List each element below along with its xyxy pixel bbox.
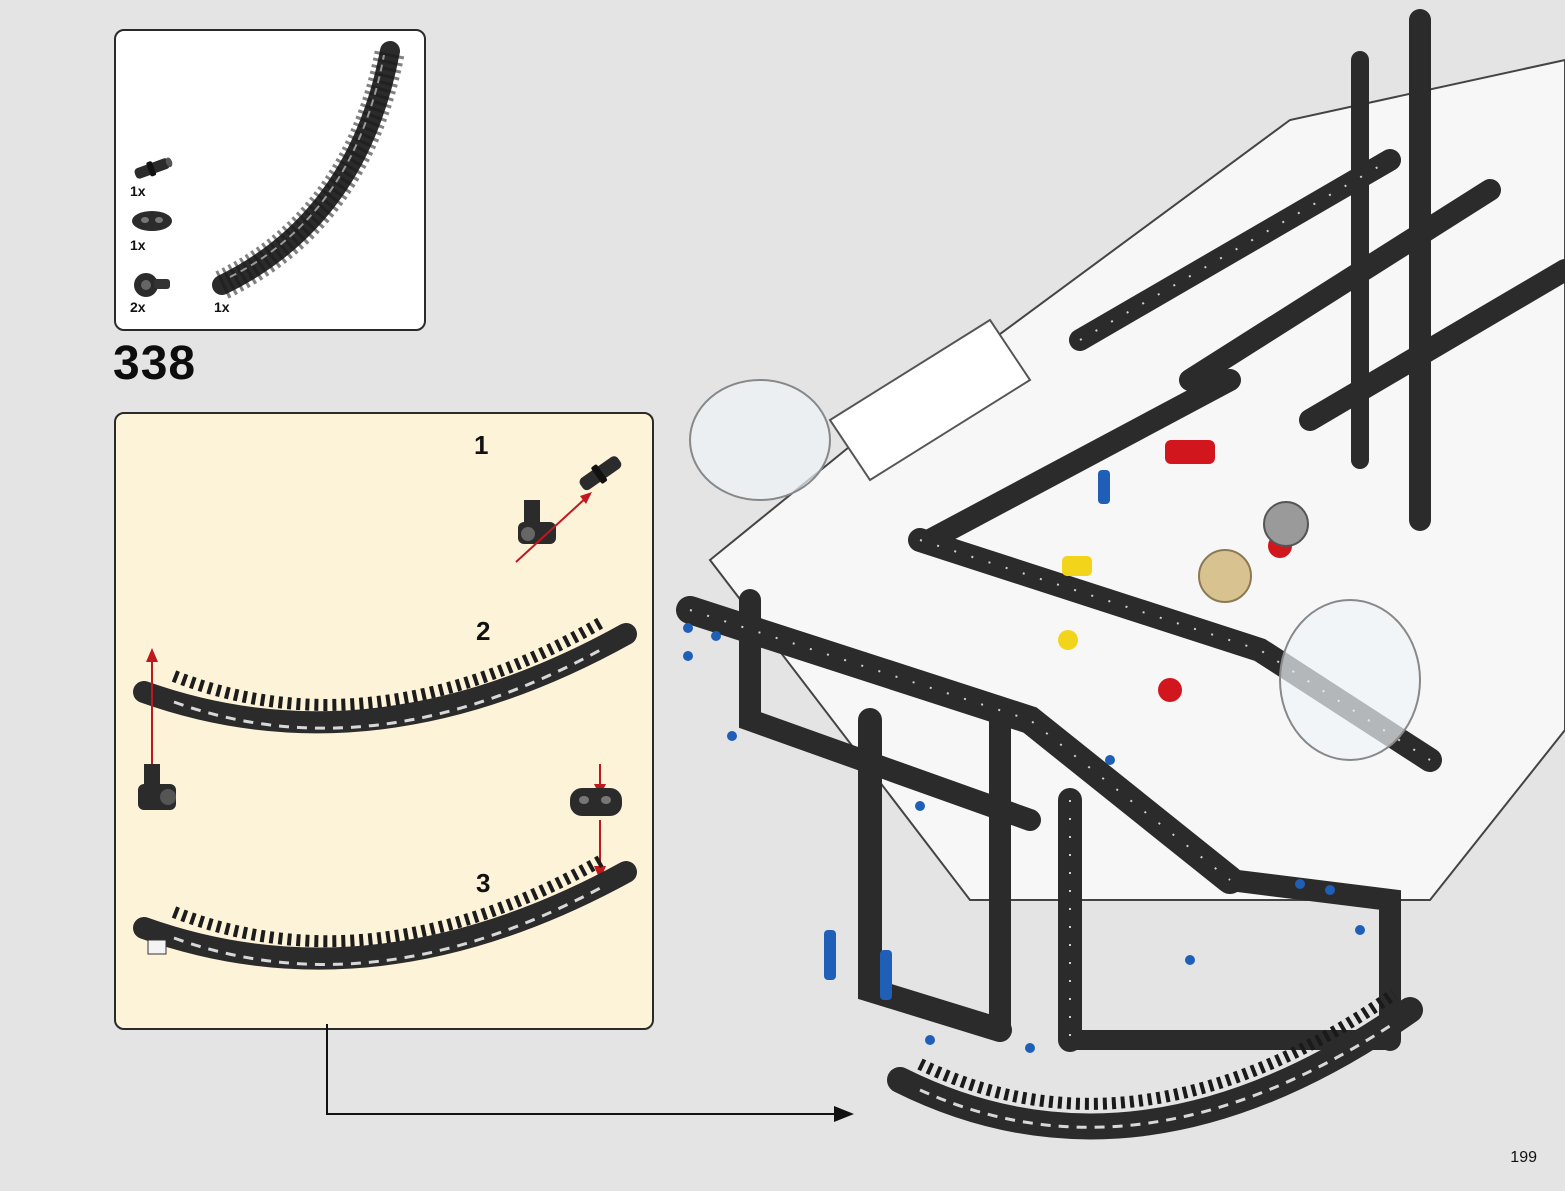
callout-arrow bbox=[326, 1024, 854, 1122]
part-qty-4: 1x bbox=[214, 299, 230, 315]
connector-pin-part bbox=[579, 456, 622, 491]
substep-3-illustration bbox=[133, 854, 637, 970]
axle-connector-icon bbox=[134, 273, 170, 297]
model-gear-rack bbox=[887, 989, 1423, 1140]
step-number: 338 bbox=[113, 337, 197, 390]
assembly-arrow-1 bbox=[515, 495, 589, 563]
substep-3-label: 3 bbox=[476, 868, 491, 898]
double-bush-part bbox=[570, 764, 622, 880]
part-qty-2: 1x bbox=[130, 237, 146, 253]
model-frame-beams bbox=[676, 9, 1565, 1052]
axle-connector-part-2 bbox=[138, 764, 176, 810]
substep-2-illustration bbox=[133, 616, 637, 810]
double-bush-icon bbox=[132, 211, 172, 231]
part-qty-1: 1x bbox=[130, 183, 146, 199]
parts-list-panel: 1x 1x 2x 1x bbox=[114, 29, 426, 331]
axle-connector-part bbox=[518, 500, 556, 544]
model-blue-pins bbox=[683, 470, 1365, 1053]
model-domes bbox=[689, 379, 1421, 761]
page-number: 199 bbox=[1510, 1149, 1537, 1166]
main-model-illustration bbox=[676, 9, 1565, 1140]
substep-panel: 1 2 3 bbox=[114, 412, 654, 1030]
model-beam-holes bbox=[689, 159, 1431, 1040]
substep-1-illustration bbox=[515, 456, 622, 563]
connector-pin-icon bbox=[134, 157, 173, 179]
model-colored-parts bbox=[1058, 440, 1309, 702]
curved-gear-rack-icon bbox=[212, 41, 405, 299]
substep-2-label: 2 bbox=[476, 616, 491, 646]
model-body-white bbox=[708, 58, 1565, 901]
part-qty-3: 2x bbox=[130, 299, 146, 315]
substep-1-label: 1 bbox=[474, 430, 489, 460]
